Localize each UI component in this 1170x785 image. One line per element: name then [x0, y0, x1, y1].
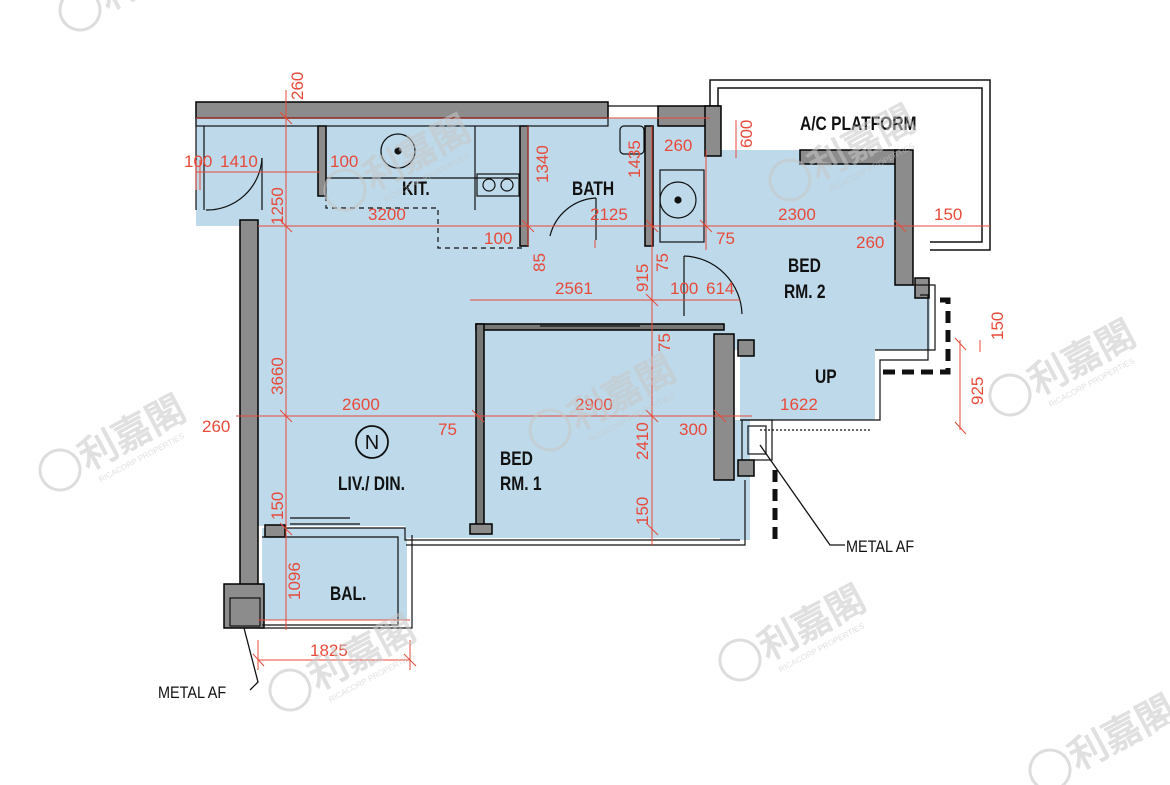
- dim-100-bath: 100: [484, 229, 512, 248]
- dim-260-left: 260: [202, 417, 230, 436]
- watermark: 利嘉閣: [58, 0, 213, 32]
- room-label-living: LIV./ DIN.: [338, 473, 405, 495]
- room-label-balcony: BAL.: [330, 583, 366, 605]
- dim-2561: 2561: [555, 279, 593, 298]
- dim-260-top: 260: [288, 72, 307, 100]
- watermark: 利嘉閣 RICACORP PROPERTIES: [718, 578, 873, 682]
- dim-85: 85: [530, 253, 549, 272]
- north-marker: N: [355, 425, 389, 459]
- dim-2900: 2900: [575, 395, 613, 414]
- watermark-brand: 利嘉閣: [1062, 688, 1170, 779]
- dim-100-left: 100: [184, 152, 212, 171]
- room-label-bed2-line2: RM. 2: [784, 281, 826, 303]
- walls: [195, 101, 930, 629]
- dim-75-liv: 75: [438, 420, 457, 439]
- dim-3200: 3200: [368, 205, 406, 224]
- dim-75-bath: 75: [653, 253, 672, 272]
- room-label-up: UP: [815, 366, 837, 388]
- dim-925: 925: [968, 377, 987, 405]
- af-dashes: [772, 297, 951, 545]
- metal-af-right-label: METAL AF: [846, 538, 914, 556]
- watermark: 利嘉閣: [1028, 688, 1170, 785]
- dimension-lines: [195, 90, 990, 670]
- dim-150-liv: 150: [268, 492, 287, 520]
- dim-3660: 3660: [268, 357, 287, 395]
- room-label-bed1-line2: RM. 1: [500, 473, 542, 495]
- watermark: 利嘉閣 RICACORP PROPERTIES: [988, 313, 1143, 417]
- room-label-ac-platform: A/C PLATFORM: [800, 113, 916, 135]
- dim-150-up: 150: [988, 312, 1007, 340]
- room-label-kitchen: KIT.: [402, 178, 430, 200]
- wall-outlines: [195, 102, 936, 629]
- dim-1410: 1410: [220, 152, 258, 171]
- dim-600: 600: [737, 120, 756, 148]
- dim-100-mid: 100: [670, 279, 698, 298]
- room-labels: A/C PLATFORM KIT. BATH BED RM. 2 UP LIV.…: [330, 113, 916, 605]
- dim-150-right: 150: [934, 205, 962, 224]
- dim-300: 300: [679, 420, 707, 439]
- dim-2600: 2600: [342, 395, 380, 414]
- dim-100-kit: 100: [330, 152, 358, 171]
- ac-platform-area: [709, 79, 991, 251]
- dim-260-bath: 260: [664, 136, 692, 155]
- room-label-bed2-line1: BED: [788, 255, 821, 277]
- dim-915: 915: [633, 264, 652, 292]
- dim-260-bed2: 260: [856, 233, 884, 252]
- room-label-bath: BATH: [572, 178, 614, 200]
- dim-2125: 2125: [590, 205, 628, 224]
- dim-2300: 2300: [778, 205, 816, 224]
- callout-labels: METAL AF METAL AF: [158, 538, 914, 702]
- room-label-bed1-line1: BED: [500, 448, 533, 470]
- north-icon: N: [365, 432, 379, 454]
- dim-1096: 1096: [285, 562, 304, 600]
- dim-1622: 1622: [780, 395, 818, 414]
- watermark: 利嘉閣 RICACORP PROPERTIES: [38, 388, 193, 492]
- metal-af-left-label: METAL AF: [158, 684, 226, 702]
- dim-150-bed1: 150: [633, 497, 652, 525]
- dim-1340: 1340: [533, 145, 552, 183]
- watermark-brand: 利嘉閣: [92, 0, 212, 19]
- dim-614: 614: [706, 279, 734, 298]
- callout-leaders: [243, 444, 845, 691]
- dim-1250: 1250: [268, 187, 287, 225]
- dim-1825: 1825: [310, 641, 348, 660]
- dimension-labels: 260 100 1410 100 1250 3200 1340 1435 260…: [184, 72, 1007, 660]
- dim-75-mid: 75: [655, 333, 674, 352]
- dim-75-bed2: 75: [716, 229, 735, 248]
- dim-1435: 1435: [625, 140, 644, 178]
- dim-2410: 2410: [633, 422, 652, 460]
